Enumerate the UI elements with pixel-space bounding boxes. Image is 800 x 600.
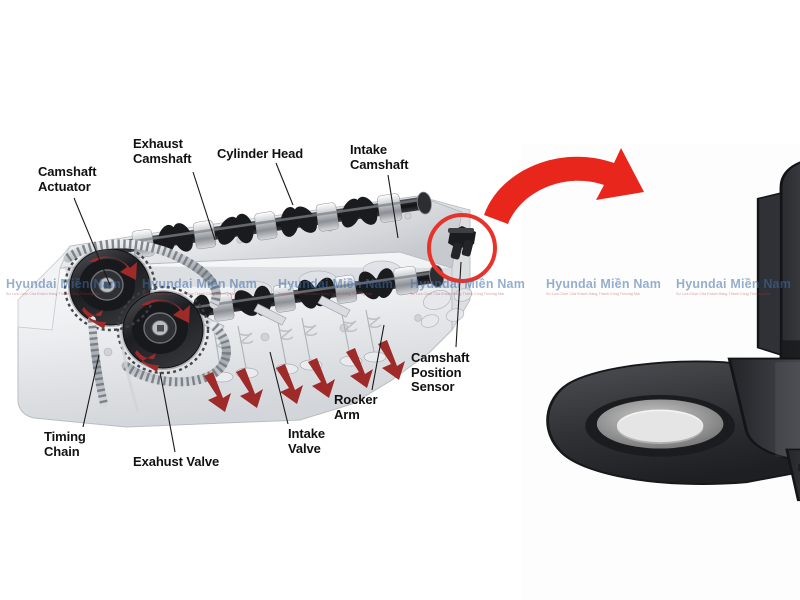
- label-timing-chain: Timing Chain: [44, 429, 86, 459]
- label-cylinder-head: Cylinder Head: [217, 146, 304, 161]
- leader-camshaft-position-sensor: [455, 261, 462, 348]
- sensor-connector-housing: [756, 161, 800, 361]
- leader-camshaft-actuator: [73, 197, 111, 286]
- camshaft-position-sensor-photo: [522, 144, 800, 600]
- intake-camshaft: [129, 264, 445, 331]
- sensor-highlight-circle: [427, 213, 497, 283]
- leader-rocker-arm: [371, 324, 385, 391]
- leader-exahust-valve: [159, 371, 176, 453]
- rotation-arrows: [82, 256, 405, 412]
- label-camshaft-position-sensor: Camshaft Position Sensor: [411, 350, 470, 394]
- exhaust-camshaft: [109, 191, 432, 259]
- leader-intake-camshaft: [387, 174, 399, 239]
- label-rocker-arm: Rocker Arm: [334, 392, 378, 422]
- red-pointer-arrow: [484, 148, 644, 224]
- leader-timing-chain: [82, 354, 100, 428]
- camshaft-actuator-front: [121, 290, 205, 370]
- label-exhaust-camshaft: Exhaust Camshaft: [133, 136, 192, 166]
- label-intake-valve: Intake Valve: [288, 426, 325, 456]
- sensor-body-upper: [727, 357, 800, 462]
- leader-intake-valve: [269, 351, 289, 425]
- camshaft-position-sensor-on-engine: [448, 226, 476, 260]
- sensor-collar: [785, 448, 800, 502]
- label-camshaft-actuator: Camshaft Actuator: [38, 164, 97, 194]
- leader-exhaust-camshaft: [192, 171, 216, 241]
- label-exahust-valve: Exahust Valve: [133, 454, 220, 469]
- leader-cylinder-head: [275, 162, 294, 206]
- intake-ports: [420, 288, 473, 328]
- label-intake-camshaft: Intake Camshaft: [350, 142, 409, 172]
